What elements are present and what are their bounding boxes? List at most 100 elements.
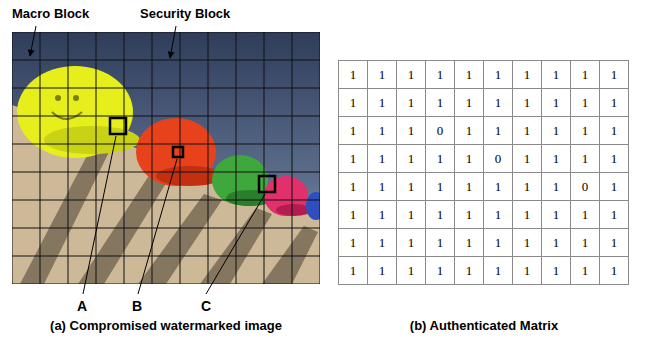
- matrix-cell: 1: [367, 144, 397, 173]
- matrix-cell: 0: [570, 172, 600, 201]
- matrix-cell: 1: [541, 88, 571, 117]
- matrix-cell: 1: [541, 256, 571, 285]
- matrix-cell: 1: [367, 88, 397, 117]
- matrix-cell: 1: [541, 60, 571, 89]
- sub-caption: (b) Authenticated Matrix: [410, 318, 558, 333]
- matrix-cell: 1: [570, 116, 600, 145]
- leader-line: [138, 159, 177, 294]
- grid-line: [12, 144, 320, 145]
- matrix-cell: 1: [570, 200, 600, 229]
- matrix-cell: 1: [425, 228, 455, 257]
- matrix-cell: 1: [367, 256, 397, 285]
- matrix-cell: 1: [512, 88, 542, 117]
- matrix-cell: 1: [483, 116, 513, 145]
- grid-line: [40, 32, 41, 284]
- wall: [12, 105, 320, 284]
- matrix-cell: 1: [599, 60, 629, 89]
- matrix-cell: 1: [338, 60, 368, 89]
- matrix-cell: 1: [454, 200, 484, 229]
- matrix-cell: 1: [512, 144, 542, 173]
- grid-line: [12, 228, 320, 229]
- pointer-arrow: [170, 26, 176, 58]
- matrix-cell: 1: [512, 116, 542, 145]
- tampered-block: [110, 118, 126, 134]
- matrix-cell: 1: [454, 144, 484, 173]
- matrix-cell: 1: [454, 60, 484, 89]
- matrix-cell: 1: [367, 228, 397, 257]
- sky: [12, 32, 320, 284]
- grid-line: [124, 32, 125, 284]
- matrix-cell: 1: [338, 144, 368, 173]
- grid-line: [236, 32, 237, 284]
- matrix-cell: 1: [454, 256, 484, 285]
- matrix-cell: 1: [396, 144, 426, 173]
- matrix-cell: 1: [396, 116, 426, 145]
- block-letter: B: [132, 298, 142, 314]
- matrix-cell: 1: [396, 60, 426, 89]
- matrix-cell: 1: [367, 200, 397, 229]
- grid-line: [320, 32, 321, 284]
- matrix-cell: 1: [599, 172, 629, 201]
- pink-hat: [264, 176, 312, 216]
- matrix-cell: 1: [570, 256, 600, 285]
- tampered-block: [259, 176, 275, 192]
- matrix-cell: 1: [396, 256, 426, 285]
- grid-line: [12, 284, 320, 285]
- matrix-cell: 1: [599, 116, 629, 145]
- matrix-cell: 1: [396, 88, 426, 117]
- matrix-cell: 1: [483, 256, 513, 285]
- grid-line: [12, 32, 13, 284]
- matrix-cell: 1: [367, 116, 397, 145]
- grid-line: [208, 32, 209, 284]
- matrix-cell: 1: [425, 256, 455, 285]
- matrix-cell: 1: [483, 228, 513, 257]
- matrix-cell: 1: [599, 200, 629, 229]
- matrix-cell: 1: [541, 172, 571, 201]
- matrix-cell: 1: [338, 228, 368, 257]
- grid-line: [12, 172, 320, 173]
- matrix-cell: 1: [338, 88, 368, 117]
- matrix-cell: 1: [512, 200, 542, 229]
- matrix-cell: 1: [483, 88, 513, 117]
- matrix-cell: 1: [541, 228, 571, 257]
- grid-line: [12, 256, 320, 257]
- matrix-cell: 1: [396, 172, 426, 201]
- grid-line: [264, 32, 265, 284]
- matrix-cell: 1: [599, 88, 629, 117]
- matrix-cell: 0: [483, 144, 513, 173]
- matrix-cell: 1: [425, 60, 455, 89]
- pointer-label: Security Block: [140, 6, 230, 21]
- grid-line: [12, 60, 320, 61]
- matrix-cell: 1: [454, 172, 484, 201]
- grid-line: [292, 32, 293, 284]
- matrix-cell: 1: [570, 144, 600, 173]
- block-letter: A: [77, 298, 87, 314]
- matrix-cell: 1: [483, 60, 513, 89]
- leader-line: [83, 136, 116, 294]
- matrix-cell: 1: [425, 172, 455, 201]
- matrix-cell: 1: [483, 172, 513, 201]
- matrix-cell: 1: [570, 88, 600, 117]
- grid-line: [12, 200, 320, 201]
- matrix-cell: 1: [338, 200, 368, 229]
- grid-line: [12, 88, 320, 89]
- leader-line: [206, 194, 265, 294]
- sub-caption: (a) Compromised watermarked image: [50, 318, 282, 333]
- photo: [12, 32, 320, 284]
- matrix-cell: 1: [599, 228, 629, 257]
- matrix-cell: 1: [599, 144, 629, 173]
- matrix-cell: 1: [454, 88, 484, 117]
- pointer-label: Macro Block: [12, 6, 89, 21]
- matrix-cell: 1: [512, 60, 542, 89]
- grid-line: [12, 32, 320, 33]
- matrix-cell: 1: [570, 228, 600, 257]
- matrix-cell: 1: [425, 88, 455, 117]
- matrix-cell: 1: [541, 144, 571, 173]
- matrix-cell: 1: [570, 60, 600, 89]
- matrix-cell: 1: [425, 200, 455, 229]
- matrix-cell: 1: [367, 172, 397, 201]
- matrix-cell: 1: [396, 228, 426, 257]
- grid-line: [12, 116, 320, 117]
- blue-hat: [306, 192, 320, 220]
